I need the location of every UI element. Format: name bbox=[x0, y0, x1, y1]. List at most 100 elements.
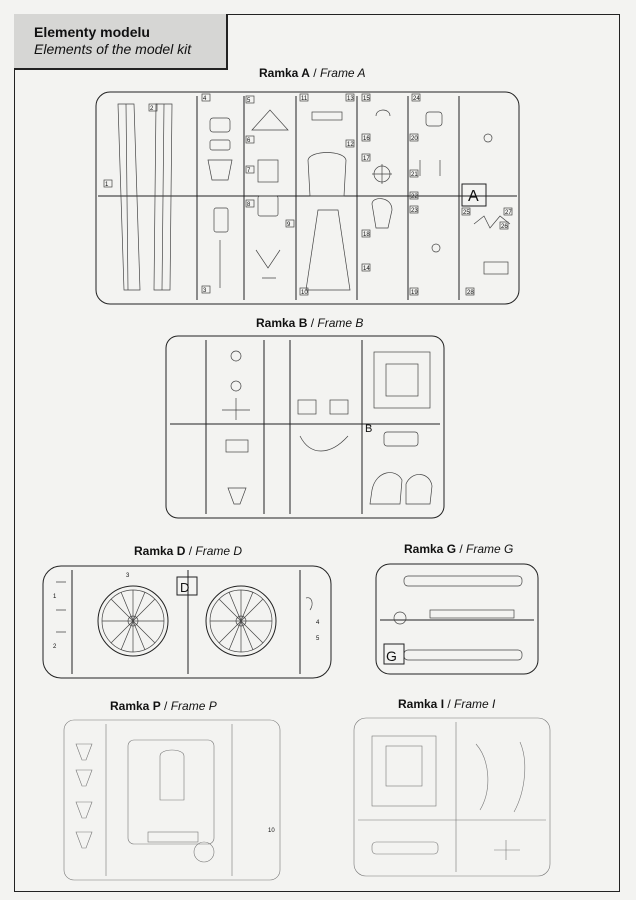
frame-a-part-number: 4 bbox=[203, 96, 207, 102]
frame-a-part-tag bbox=[499, 221, 509, 230]
frame-a-part-tag bbox=[461, 207, 471, 216]
frame-d-sep: / bbox=[185, 544, 196, 558]
frame-a-part-tag bbox=[503, 207, 513, 216]
frame-a-part-tag bbox=[148, 103, 158, 112]
frame-i-sep: / bbox=[444, 697, 455, 711]
frame-a-part-tag bbox=[361, 153, 371, 162]
frame-a-part-number: 9 bbox=[287, 222, 291, 228]
frame-b-caption: Ramka B / Frame B bbox=[256, 316, 363, 330]
frame-a-part-tag bbox=[361, 133, 371, 142]
frame-a-part-number: 10 bbox=[301, 290, 308, 296]
frame-a-part-tag bbox=[201, 285, 211, 294]
frame-a-part-tag bbox=[409, 191, 419, 200]
frame-a-part-tag bbox=[201, 93, 211, 102]
frame-a-part-number: 12 bbox=[347, 142, 354, 148]
frame-a-part-tag bbox=[299, 93, 309, 102]
frame-d-num-2: 2 bbox=[53, 644, 57, 650]
frame-g-sep: / bbox=[456, 542, 467, 556]
header-title-en: Elements of the model kit bbox=[34, 41, 192, 57]
frame-p-num-10: 10 bbox=[268, 828, 275, 834]
header-title-pl: Elementy modelu bbox=[34, 24, 150, 40]
frame-a-part-number: 20 bbox=[411, 136, 418, 142]
frame-a-part-tag bbox=[411, 93, 421, 102]
frame-a-part-tag bbox=[361, 263, 371, 272]
frame-g-letter: G bbox=[386, 648, 397, 664]
frame-a-caption: Ramka A / Frame A bbox=[259, 66, 366, 80]
frame-a-sep: / bbox=[309, 66, 320, 80]
frame-d-num-3: 3 bbox=[126, 573, 130, 579]
frame-a-part-number: 23 bbox=[411, 208, 418, 214]
frame-a-part-tag bbox=[299, 287, 309, 296]
frame-a-part-number: 21 bbox=[411, 172, 418, 178]
frame-a-name: Ramka A bbox=[259, 66, 310, 80]
frame-d-num-5: 5 bbox=[316, 636, 320, 642]
frame-a-part-number: 26 bbox=[501, 224, 508, 230]
frame-a-part-number: 16 bbox=[363, 136, 370, 142]
header-box: Elementy modelu Elements of the model ki… bbox=[14, 14, 228, 70]
frame-a-part-number: 18 bbox=[363, 232, 370, 238]
wheel-right bbox=[205, 585, 277, 657]
frame-a-part-tag bbox=[245, 165, 255, 174]
frame-a-part-tag bbox=[361, 229, 371, 238]
frame-a-part-number: 6 bbox=[247, 138, 251, 144]
frame-d-name-en: Frame D bbox=[195, 544, 243, 558]
frame-a-part-tag bbox=[465, 287, 475, 296]
frame-a-part-tag bbox=[409, 205, 419, 214]
frame-a-part-number: 22 bbox=[411, 194, 418, 200]
frame-p-name-en: Frame P bbox=[170, 699, 217, 713]
frame-a-part-number: 25 bbox=[463, 210, 470, 216]
frame-a-part-number: 13 bbox=[347, 96, 354, 102]
frame-a-part-tag bbox=[285, 219, 295, 228]
frame-a-part-number: 27 bbox=[505, 210, 512, 216]
frame-d-name: Ramka D bbox=[134, 544, 186, 558]
frame-a-part-tag bbox=[245, 95, 255, 104]
frame-a-part-number: 24 bbox=[413, 96, 420, 102]
frame-p-sep: / bbox=[160, 699, 171, 713]
frame-a-part-number: 15 bbox=[363, 96, 370, 102]
frame-a-part-tag bbox=[103, 179, 113, 188]
frame-p-caption: Ramka P / Frame P bbox=[110, 699, 217, 713]
frame-a-part-tag bbox=[361, 93, 371, 102]
frame-a-part-tag bbox=[245, 199, 255, 208]
frame-g-caption: Ramka G / Frame G bbox=[404, 542, 513, 556]
frame-d-caption: Ramka D / Frame D bbox=[134, 544, 242, 558]
frame-a-part-number: 3 bbox=[203, 288, 207, 294]
frame-a-part-tag bbox=[245, 135, 255, 144]
frame-a-part-tag bbox=[409, 169, 419, 178]
page-border bbox=[14, 14, 620, 892]
frame-a-letter: A bbox=[468, 188, 479, 205]
frame-a-part-number: 28 bbox=[467, 290, 474, 296]
frame-a-part-number: 17 bbox=[363, 156, 370, 162]
frame-a-part-number: 5 bbox=[247, 98, 251, 104]
frame-b-name-en: Frame B bbox=[317, 316, 364, 330]
frame-a-part-number: 8 bbox=[247, 202, 251, 208]
frame-g-name-en: Frame G bbox=[466, 542, 514, 556]
frame-b-sep: / bbox=[307, 316, 318, 330]
frame-p-name: Ramka P bbox=[110, 699, 161, 713]
frame-b-name: Ramka B bbox=[256, 316, 308, 330]
frame-i-name: Ramka I bbox=[398, 697, 445, 711]
frame-a-part-number: 1 bbox=[105, 182, 109, 188]
frame-a-part-tag bbox=[409, 133, 419, 142]
frame-a-part-tag bbox=[345, 93, 355, 102]
frame-a-part-tag bbox=[409, 287, 419, 296]
frame-i-name-en: Frame I bbox=[454, 697, 496, 711]
frame-a-part-number: 2 bbox=[150, 106, 154, 112]
frame-b-letter: B bbox=[365, 423, 372, 435]
frame-a-name-en: Frame A bbox=[319, 66, 366, 80]
frame-a-part-number: 19 bbox=[411, 290, 418, 296]
frame-a-part-tag bbox=[345, 139, 355, 148]
frame-d-num-4: 4 bbox=[316, 620, 320, 626]
frame-a-part-number: 14 bbox=[363, 266, 370, 272]
frame-g-name: Ramka G bbox=[404, 542, 457, 556]
frame-a-part-number: 11 bbox=[301, 96, 308, 102]
frame-d-letter: D bbox=[180, 580, 189, 595]
frame-d-num-1: 1 bbox=[53, 594, 57, 600]
